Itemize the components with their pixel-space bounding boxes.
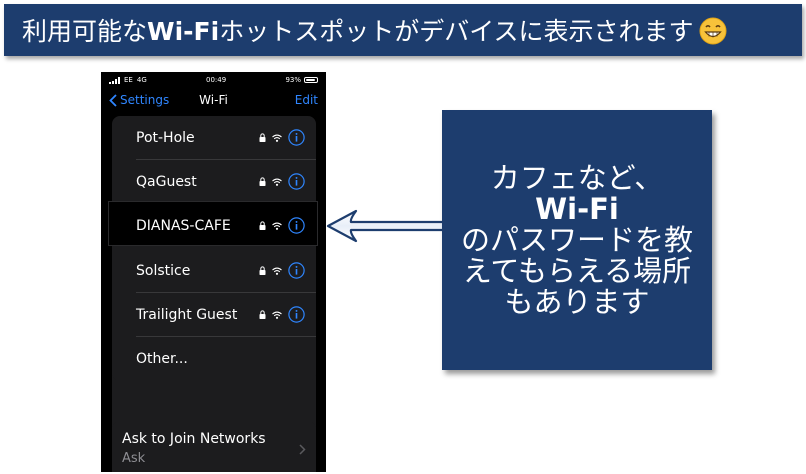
network-item-dianas-cafe[interactable]: DIANAS-CAFE <box>112 204 316 248</box>
title-banner: 利用可能なWi-Fiホットスポットがデバイスに表示されます <box>4 4 802 56</box>
info-icon[interactable] <box>288 217 305 234</box>
highlighted-network-row <box>108 201 318 246</box>
lock-icon <box>259 266 266 275</box>
ask-to-join-value: Ask <box>122 451 146 466</box>
network-name: Trailight Guest <box>136 307 238 323</box>
callout-line-1: カフェなど、 <box>490 160 664 195</box>
callout-box: カフェなど、 Wi-Fi のパスワードを教 えてもらえる場所 もあります <box>442 110 712 370</box>
nav-bar: Settings Wi-Fi Edit <box>101 89 326 111</box>
battery-icon <box>304 77 318 83</box>
network-list-overlay: DIANAS-CAFE Solstice Trailight Guest Oth… <box>112 116 316 448</box>
wifi-icon <box>272 178 282 186</box>
lock-icon <box>259 310 266 319</box>
lock-icon <box>259 177 266 186</box>
network-item-pot-hole[interactable]: Pot-Hole <box>112 116 316 160</box>
back-button[interactable]: Settings <box>109 93 169 107</box>
network-name: Solstice <box>136 263 191 279</box>
info-icon[interactable] <box>288 262 305 279</box>
carrier-label: EE <box>124 76 133 84</box>
wifi-icon <box>272 222 282 230</box>
grinning-face-icon <box>699 17 727 45</box>
callout-line-3: のパスワードを教 <box>460 222 693 257</box>
ask-to-join-label: Ask to Join Networks <box>122 431 266 447</box>
info-icon[interactable] <box>288 129 305 146</box>
divider <box>136 336 316 337</box>
callout-line-5: もあります <box>504 284 650 319</box>
chevron-left-icon <box>109 93 117 107</box>
network-name: DIANAS-CAFE <box>136 218 231 234</box>
network-label: 4G <box>136 76 147 84</box>
clock: 00:49 <box>206 76 227 84</box>
callout-line-4: えてもらえる場所 <box>462 253 692 288</box>
network-item-solstice[interactable]: Solstice <box>112 249 316 293</box>
callout-line-2: Wi-Fi <box>535 191 619 226</box>
lock-icon <box>259 221 266 230</box>
wifi-icon <box>272 267 282 275</box>
network-item-trailight-guest[interactable]: Trailight Guest <box>112 293 316 337</box>
back-label: Settings <box>120 93 170 107</box>
battery-percent: 93% <box>285 76 301 84</box>
edit-button[interactable]: Edit <box>294 93 318 107</box>
network-name: Pot-Hole <box>136 130 195 146</box>
phone-screen: EE 4G 00:49 93% Settings Wi-Fi Edit Pot-… <box>101 72 326 472</box>
wifi-icon <box>272 311 282 319</box>
info-icon[interactable] <box>288 173 305 190</box>
lock-icon <box>259 133 266 142</box>
ask-to-join-row[interactable]: Ask to Join Networks Ask <box>112 421 316 472</box>
page-title: Wi-Fi <box>199 93 228 107</box>
wifi-icon <box>272 134 282 142</box>
network-name: QaGuest <box>136 174 197 190</box>
chevron-right-icon <box>299 444 306 455</box>
other-network-item[interactable]: Other... <box>112 337 316 381</box>
status-bar: EE 4G 00:49 93% <box>101 72 326 88</box>
divider <box>136 159 316 160</box>
divider <box>136 292 316 293</box>
signal-icon <box>109 76 120 84</box>
other-label: Other... <box>136 351 188 367</box>
banner-title: 利用可能なWi-Fiホットスポットがデバイスに表示されます <box>22 12 727 48</box>
arrow-left-icon <box>326 209 446 243</box>
info-icon[interactable] <box>288 306 305 323</box>
